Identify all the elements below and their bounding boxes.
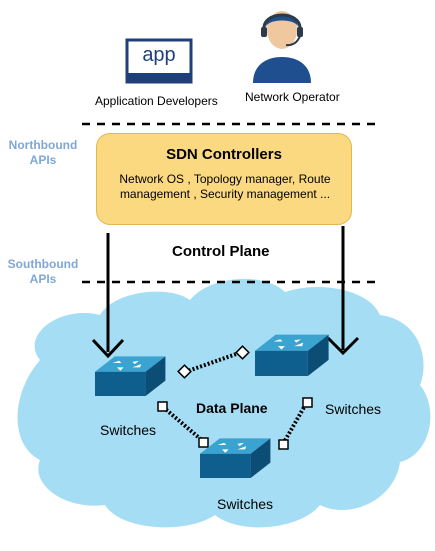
switch-right-icon xyxy=(255,334,329,376)
network-operator-label: Network Operator xyxy=(245,90,340,104)
right-control-arrow xyxy=(326,226,360,356)
switch-right-label: Switches xyxy=(325,401,382,417)
switch-bottom-icon xyxy=(200,438,271,478)
sdn-controller-title: SDN Controllers xyxy=(166,146,282,163)
switch-bottom-label: Switches xyxy=(217,496,274,512)
northbound-apis-label: Northbound APIs xyxy=(8,138,78,167)
left-control-arrow xyxy=(91,233,125,359)
network-operator-icon xyxy=(253,11,311,83)
switch-left-icon xyxy=(95,356,166,396)
sdn-controller-description: Network OS , Topology manager, Route man… xyxy=(119,172,331,201)
switch-links xyxy=(161,350,309,445)
data-plane-label: Data Plane xyxy=(196,400,268,416)
control-plane-label: Control Plane xyxy=(172,243,270,260)
sdn-controller-box: SDN Controllers Network OS , Topology ma… xyxy=(96,133,352,225)
app-icon-label: app xyxy=(142,44,176,66)
southbound-apis-label: Southbound APIs xyxy=(7,257,79,286)
application-developers-label: Application Developers xyxy=(95,94,218,108)
switch-left-label: Switches xyxy=(100,422,157,438)
link-endpoints xyxy=(157,345,313,450)
app-window-icon xyxy=(125,38,193,84)
